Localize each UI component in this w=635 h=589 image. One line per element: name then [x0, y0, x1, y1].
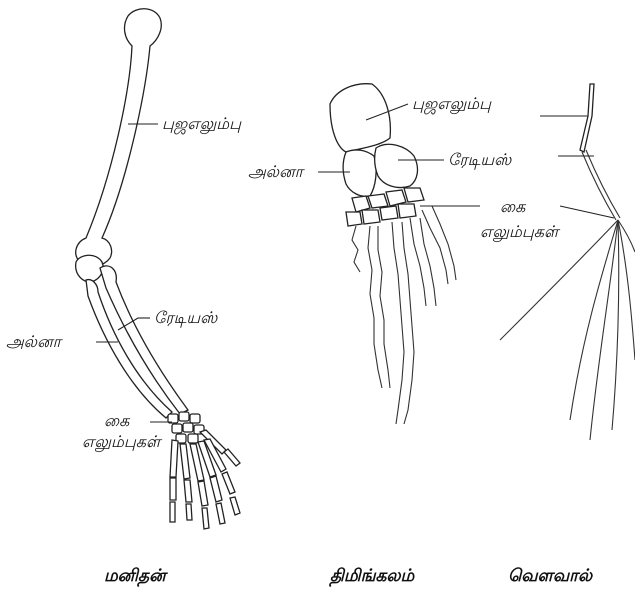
bat-finger-bones: [500, 220, 635, 440]
human-hand-label-1: கை: [104, 411, 131, 430]
whale-digit-bones: [352, 206, 456, 424]
human-finger-bones: [170, 430, 240, 529]
human-ulna-bone: [86, 280, 172, 418]
bat-wing: [500, 84, 635, 440]
human-carpals: [168, 412, 204, 443]
human-arm: புஜஎலும்பு ரேடியஸ் அல்னா கை எலும்புகள்: [6, 9, 242, 529]
human-humerus-bone: [76, 9, 162, 267]
whale-flipper: புஜஎலும்பு அல்னா ரேடியஸ் கை எலும்புகள்: [248, 84, 561, 424]
caption-bat: வெளவால்: [508, 566, 593, 586]
whale-hand-label-1: கை: [500, 197, 527, 216]
human-humerus-label: புஜஎலும்பு: [162, 114, 242, 135]
whale-ulna-bone: [343, 150, 376, 196]
human-radius-label: ரேடியஸ்: [154, 308, 218, 328]
caption-human: மனிதன்: [104, 566, 168, 588]
human-ulna-label: அல்னா: [6, 332, 64, 351]
whale-hand-label-2: எலும்புகள்: [480, 222, 561, 243]
bat-hand-leader: [560, 206, 614, 218]
human-hand-label-2: எலும்புகள்: [82, 432, 163, 453]
whale-humerus-bone: [330, 84, 390, 152]
caption-whale: திமிங்கலம்: [328, 566, 416, 588]
bat-forearm-bone: [582, 152, 616, 220]
whale-radius-bone: [375, 144, 418, 187]
human-elbow-joint: [76, 255, 103, 282]
whale-humerus-label: புஜஎலும்பு: [412, 94, 492, 115]
bat-humerus-bone: [580, 84, 594, 152]
whale-radius-label: ரேடியஸ்: [448, 150, 512, 170]
whale-ulna-label: அல்னா: [248, 162, 306, 181]
